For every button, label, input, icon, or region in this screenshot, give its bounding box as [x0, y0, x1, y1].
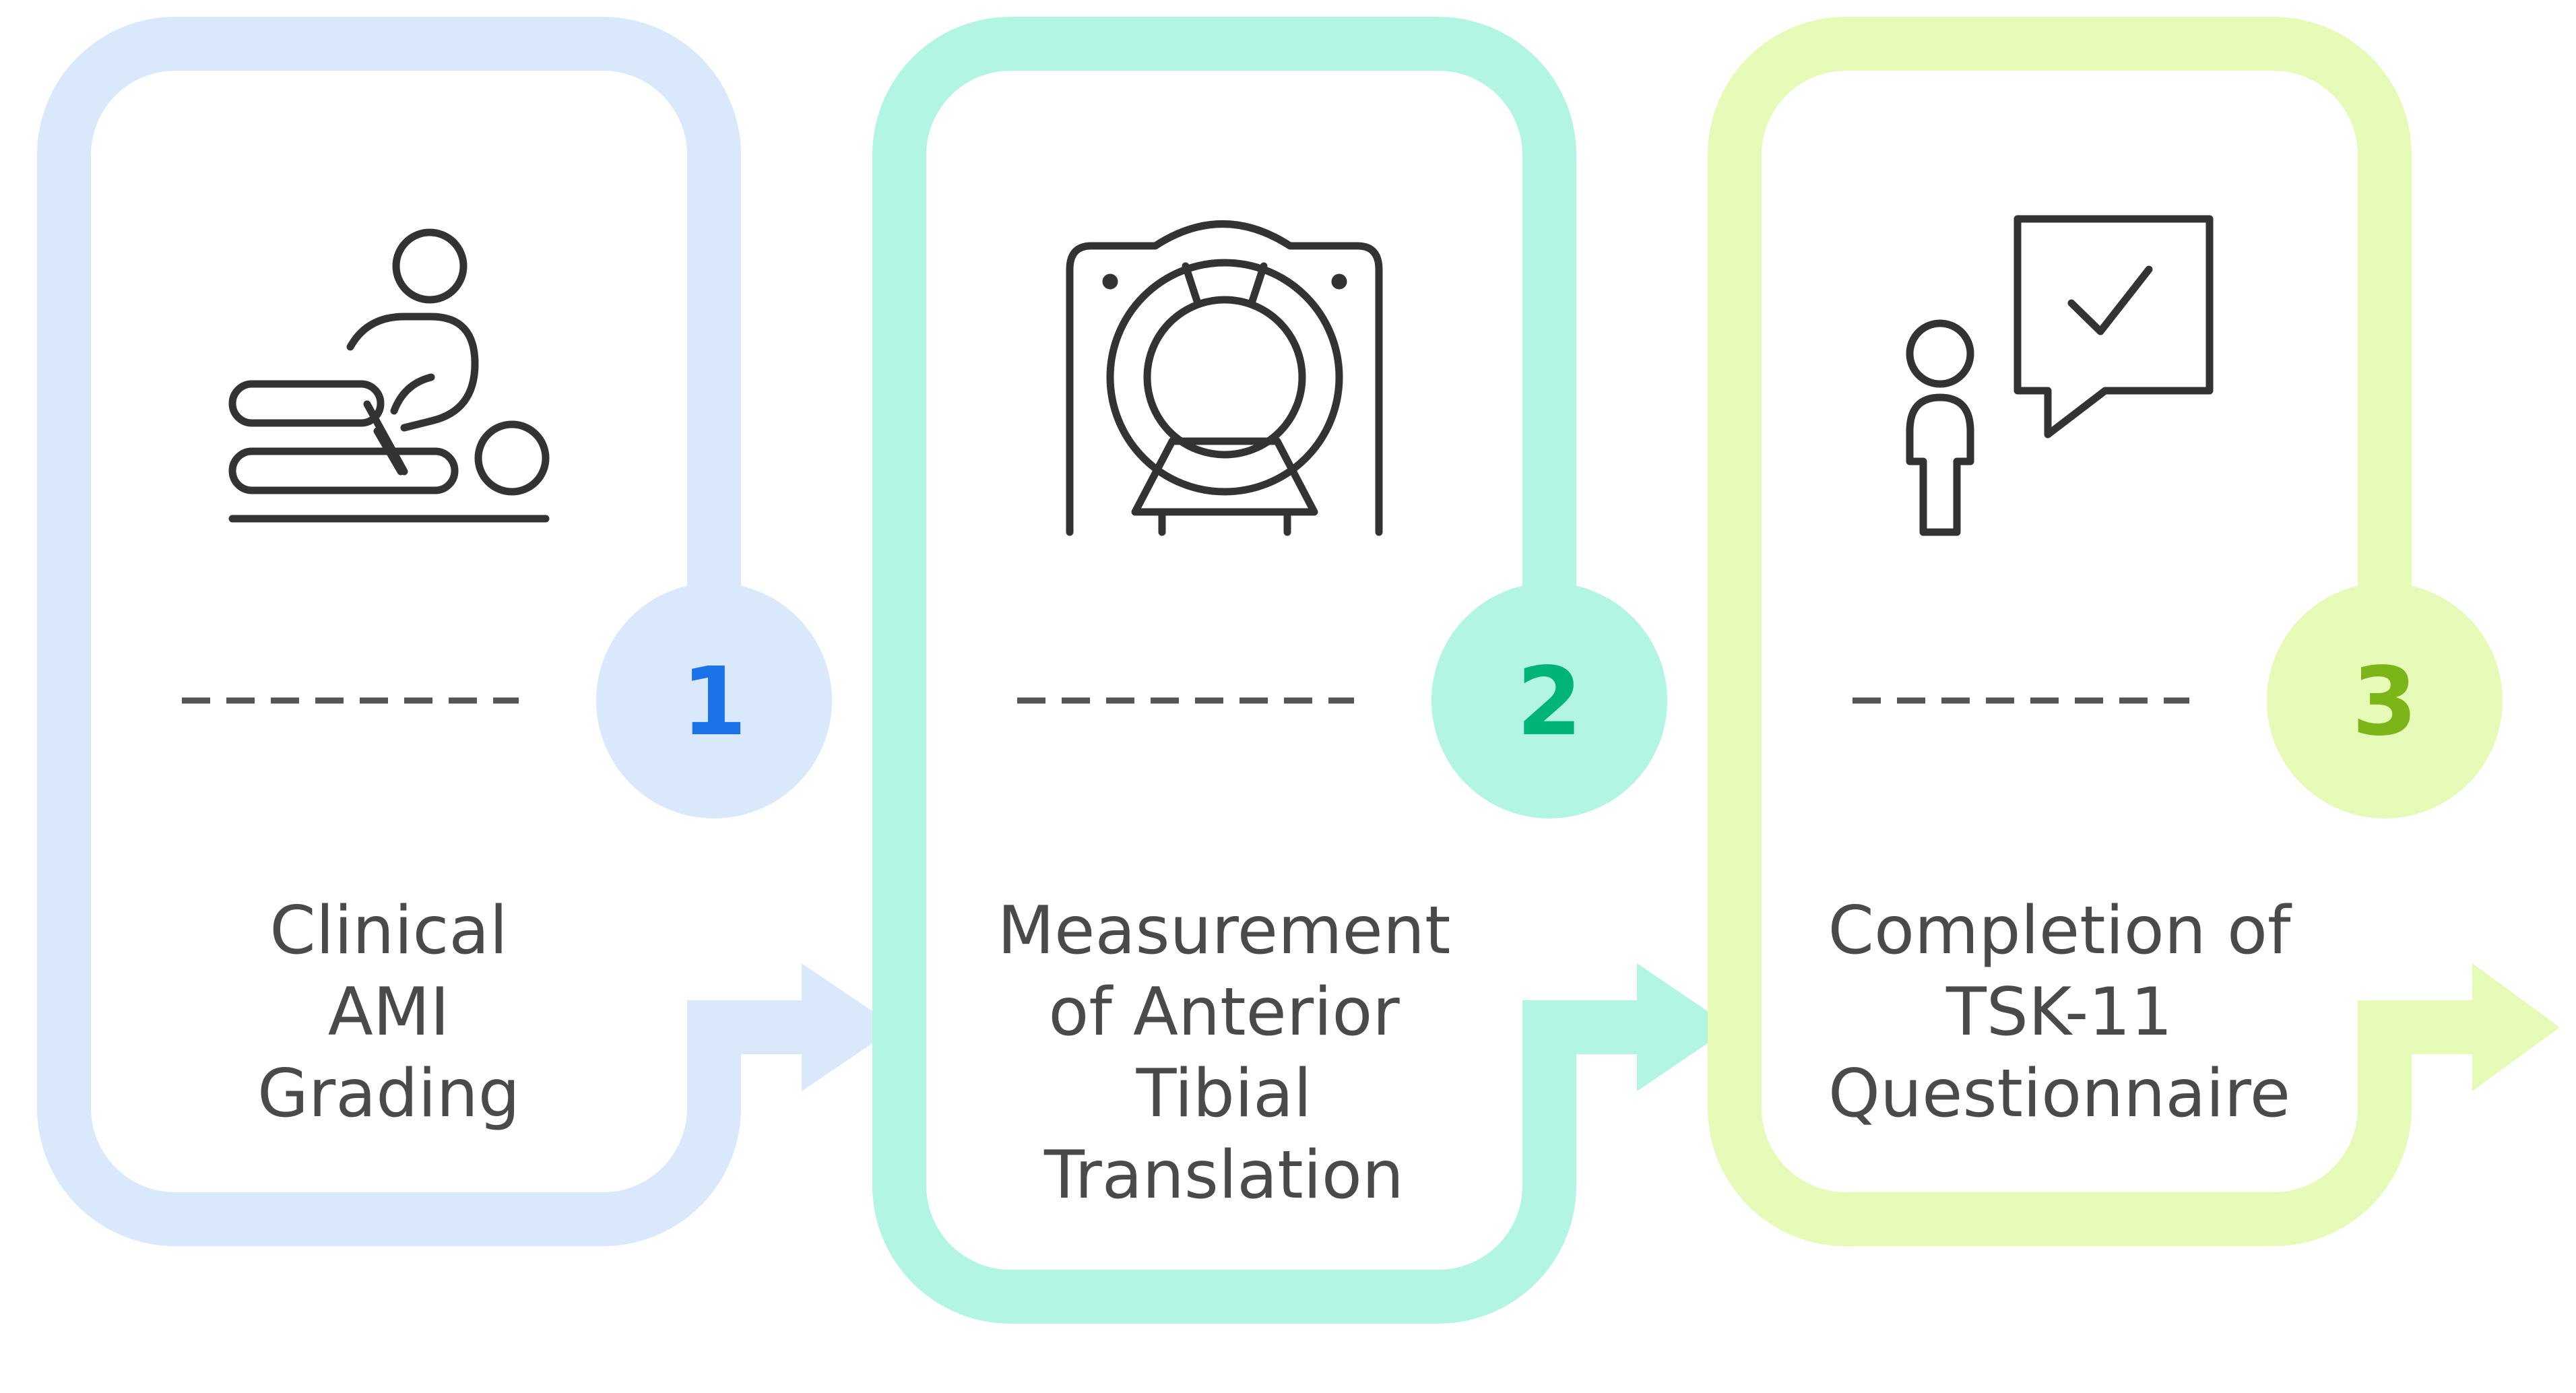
step-2-label-line-1: Measurement: [997, 893, 1451, 969]
step-1-number: 1: [681, 647, 746, 757]
step-2: 2: [872, 17, 1731, 1324]
step-1-label: Clinical AMI Grading: [86, 890, 692, 1135]
step-2-arrow: [1522, 963, 1731, 1091]
step-2-frame: [872, 17, 1576, 1324]
step-1-arrow: [687, 963, 896, 1091]
step-3-frame: [1708, 17, 2412, 1246]
step-2-label-line-3: Tibial: [1136, 1056, 1312, 1132]
step-1: 1: [37, 17, 896, 1246]
step-3-number-badge: [2267, 583, 2503, 818]
step-3-label-line-1: Completion of: [1828, 893, 2291, 969]
step-2-label: Measurement of Anterior Tibial Translati…: [921, 890, 1527, 1217]
step-3-label-line-2: TSK-11: [1945, 974, 2173, 1051]
step-1-frame: [37, 17, 741, 1246]
step-3-label-line-3: Questionnaire: [1828, 1056, 2291, 1132]
step-1-label-line-1: Clinical: [269, 893, 508, 969]
step-3-arrow: [2358, 963, 2560, 1091]
step-3: 3: [1708, 17, 2560, 1246]
step-1-number-badge: [596, 583, 832, 818]
step-3-number: 3: [2352, 647, 2417, 757]
step-1-label-line-3: Grading: [257, 1056, 521, 1132]
step-2-label-line-2: of Anterior: [1048, 974, 1400, 1051]
person-checkmark-speech-bubble-icon: [1906, 215, 2214, 536]
step-2-number-badge: [1431, 583, 1667, 818]
step-2-number: 2: [1516, 647, 1582, 757]
step-1-label-line-2: AMI: [327, 974, 450, 1051]
physiotherapist-massage-icon: [228, 228, 550, 523]
ct-scanner-icon: [1066, 220, 1383, 536]
step-3-label: Completion of TSK-11 Questionnaire: [1756, 890, 2362, 1135]
step-2-label-line-4: Translation: [1044, 1137, 1404, 1214]
